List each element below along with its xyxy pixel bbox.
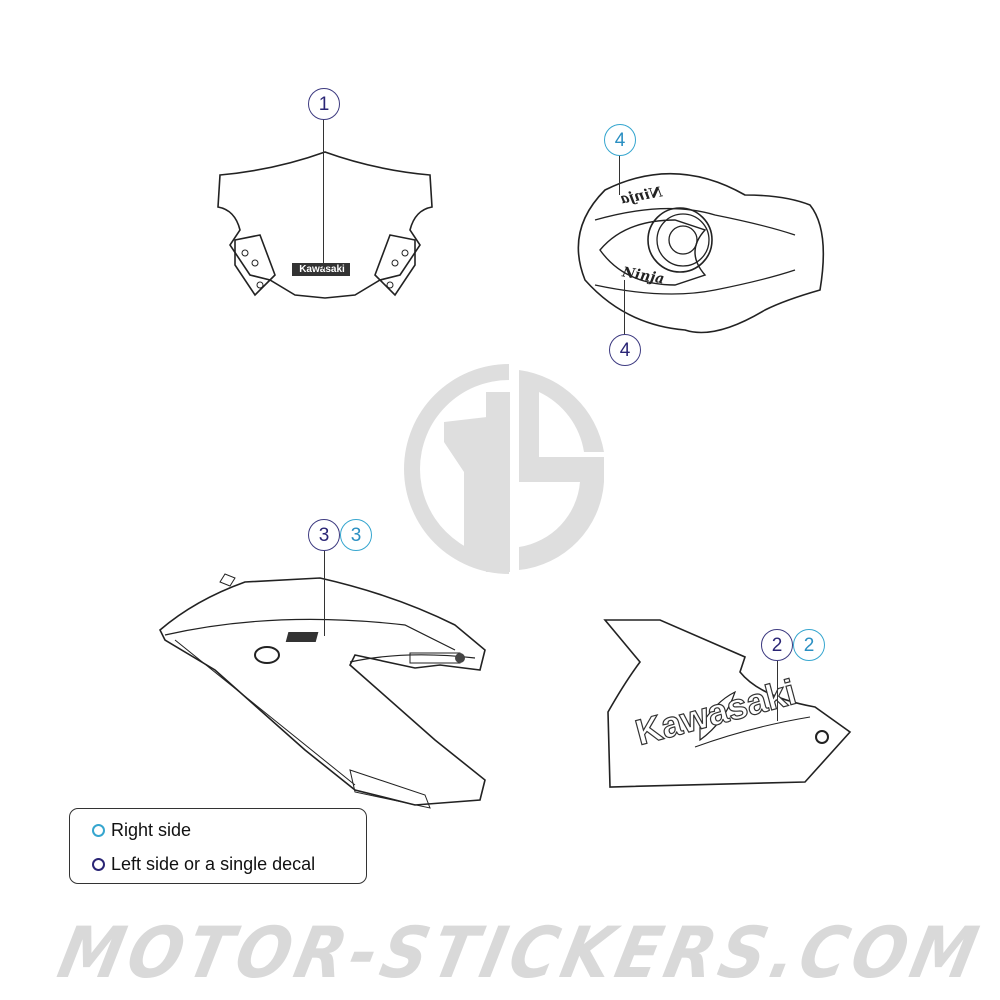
- site-watermark-text: MOTOR-STICKERS.COM: [51, 913, 990, 995]
- callout-2-right[interactable]: 2: [793, 629, 825, 661]
- callout-4-left[interactable]: 4: [609, 334, 641, 366]
- leader-line-4-top: [619, 155, 621, 195]
- callout-1-left[interactable]: 1: [308, 88, 340, 120]
- legend-label-right-side: Right side: [111, 820, 192, 840]
- legend-item-right-side: Right side: [92, 820, 191, 841]
- callout-4-right[interactable]: 4: [604, 124, 636, 156]
- leader-line-1: [323, 119, 325, 269]
- legend-item-left-side: Left side or a single decal: [92, 854, 315, 875]
- right-side-ring-icon: [92, 824, 105, 837]
- legend-box: Right side Left side or a single decal: [69, 808, 367, 884]
- lower-fairing-drawing: [603, 619, 852, 788]
- windscreen-kawasaki-decal: Kawasaki: [299, 264, 345, 275]
- left-side-ring-icon: [92, 858, 105, 871]
- leader-line-3: [324, 551, 326, 636]
- callout-3-left[interactable]: 3: [308, 519, 340, 551]
- windscreen-drawing: [217, 151, 433, 299]
- ms-watermark-logo: [404, 364, 604, 574]
- legend-label-left-side: Left side or a single decal: [111, 854, 316, 874]
- leader-line-2: [777, 661, 779, 721]
- fuel-tank-drawing: [577, 172, 825, 334]
- upper-side-fairing-drawing: [159, 573, 486, 809]
- callout-2-left[interactable]: 2: [761, 629, 793, 661]
- leader-line-4-bottom: [624, 280, 626, 335]
- callout-3-right[interactable]: 3: [340, 519, 372, 551]
